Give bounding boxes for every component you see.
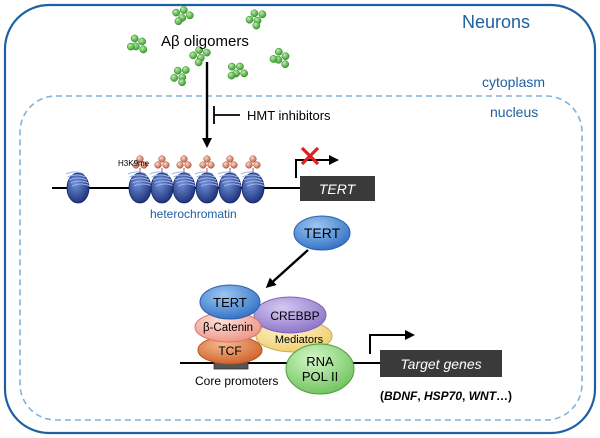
- h3k9me-label: H3K9me: [118, 159, 150, 168]
- nucleosome: [149, 171, 175, 204]
- nucleosome: [240, 171, 266, 204]
- rna-pol-ii-ellipse: [285, 343, 355, 395]
- methyl-mark: [132, 155, 148, 173]
- abeta-oligomers-label: Aβ oligomers: [161, 33, 249, 50]
- methyl-mark: [199, 155, 215, 173]
- mediators-label: Mediators: [275, 334, 324, 346]
- crebbp-ellipse: [253, 296, 327, 334]
- methyl-mark: [245, 155, 261, 173]
- target-tss-arrow: [369, 330, 415, 354]
- methyl-mark: [154, 155, 170, 173]
- nucleosome: [217, 171, 243, 204]
- rna-pol-label-line2: POL II: [302, 369, 338, 384]
- nucleosome: [127, 171, 153, 204]
- target-genes-examples: (BDNF, HSP70, WNT…): [380, 389, 512, 403]
- beta-catenin-label: β-Catenin: [203, 322, 253, 334]
- abeta-oligomer: [127, 34, 148, 54]
- crebbp-label: CREBBP: [270, 309, 319, 323]
- nucleosomes: [65, 171, 266, 204]
- abeta-oligomer: [227, 62, 248, 80]
- h3k9-methyl-marks: [132, 155, 261, 173]
- cell-membrane: [3, 3, 597, 435]
- methyl-mark: [176, 155, 192, 173]
- heterochromatin-label: heterochromatin: [150, 207, 237, 221]
- tert-gene-box: [300, 176, 375, 201]
- methyl-mark: [222, 155, 238, 173]
- tert-complex-ellipse: [199, 284, 261, 320]
- abeta-oligomer: [170, 66, 190, 87]
- cell-label: Neurons: [462, 12, 530, 32]
- rna-pol-label-line1: RNA: [306, 354, 334, 369]
- abeta-oligomer: [189, 46, 211, 67]
- abeta-oligomer: [245, 9, 267, 30]
- target-genes-label: Target genes: [400, 356, 481, 372]
- cytoplasm-label: cytoplasm: [482, 74, 545, 90]
- tert-gene-label: TERT: [319, 181, 357, 197]
- core-promoters-label: Core promoters: [195, 374, 278, 388]
- nucleosome: [171, 171, 197, 204]
- abeta-oligomer: [172, 6, 194, 26]
- hmt-inhibitors-label: HMT inhibitors: [247, 108, 331, 123]
- nuclear-envelope: [19, 95, 583, 421]
- target-genes-box: [380, 350, 502, 377]
- blocked-transcription-x-icon: [300, 146, 320, 166]
- tert-protein: [293, 215, 351, 251]
- tert-protein-label: TERT: [304, 225, 341, 241]
- tcf-label: TCF: [218, 344, 241, 358]
- nucleus-label: nucleus: [490, 104, 538, 120]
- tert-tss-arrow: [295, 155, 339, 178]
- abeta-oligomer: [269, 47, 290, 69]
- nucleosome: [194, 171, 220, 204]
- abeta-oligomer-clusters: [127, 6, 290, 87]
- tert-complex-label: TERT: [213, 295, 247, 310]
- nucleosome: [65, 171, 91, 204]
- transcription-complex: Mediators CREBBP TCF β-Catenin TERT RNA …: [194, 284, 355, 395]
- tert-to-complex-arrow: [265, 249, 309, 289]
